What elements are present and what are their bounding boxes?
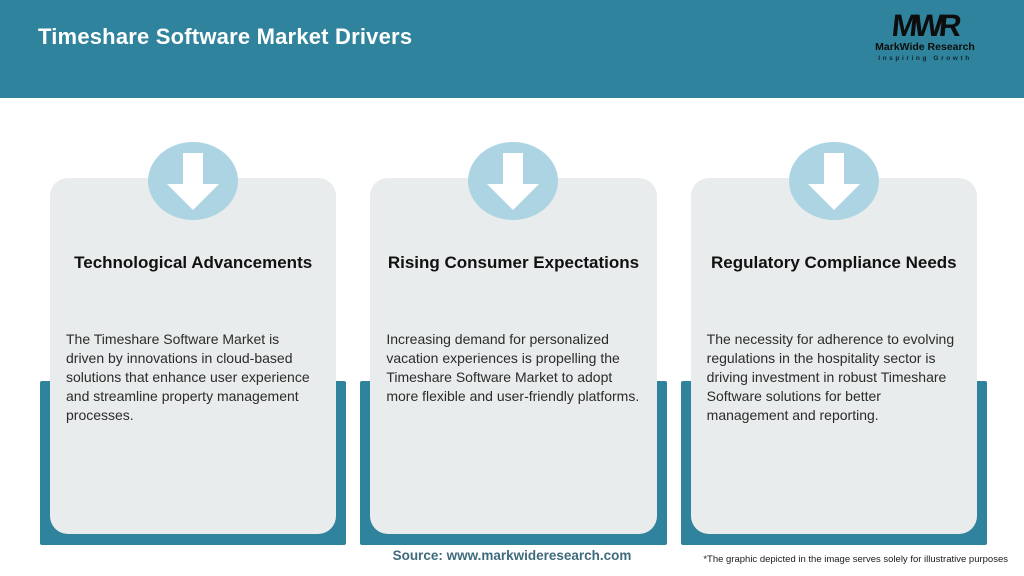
- header-bar: Timeshare Software Market Drivers MWR Ma…: [0, 0, 1024, 98]
- card-body: Increasing demand for personalized vacat…: [386, 331, 640, 404]
- down-arrow-icon: [807, 153, 860, 210]
- arrow-badge: [468, 142, 559, 220]
- down-arrow-icon: [167, 153, 220, 210]
- driver-card: Rising Consumer Expectations Increasing …: [360, 142, 667, 545]
- logo-tagline: Inspiring Growth: [878, 55, 972, 62]
- markwide-research-logo: MWR MarkWide Research Inspiring Growth: [860, 8, 990, 62]
- driver-card: Regulatory Compliance Needs The necessit…: [680, 142, 987, 545]
- cards-row: Technological Advancements The Timeshare…: [40, 142, 987, 545]
- disclaimer-text: *The graphic depicted in the image serve…: [703, 554, 1008, 565]
- card-title: Rising Consumer Expectations: [387, 253, 640, 272]
- card-panel: Regulatory Compliance Needs The necessit…: [690, 178, 977, 534]
- card-body: The Timeshare Software Market is driven …: [66, 331, 310, 423]
- driver-card: Technological Advancements The Timeshare…: [40, 142, 347, 545]
- card-panel: Technological Advancements The Timeshare…: [50, 178, 337, 534]
- card-title: Technological Advancements: [74, 253, 313, 272]
- arrow-badge: [788, 142, 879, 220]
- down-arrow-icon: [487, 153, 540, 210]
- logo-name: MarkWide Research: [875, 41, 975, 53]
- card-title: Regulatory Compliance Needs: [711, 253, 957, 272]
- card-body: The necessity for adherence to evolving …: [706, 331, 955, 423]
- source-text: Source: www.markwideresearch.com: [392, 548, 632, 563]
- page-title: Timeshare Software Market Drivers: [38, 24, 413, 49]
- arrow-badge: [148, 142, 239, 220]
- logo-acronym: MWR: [890, 8, 960, 43]
- card-panel: Rising Consumer Expectations Increasing …: [370, 178, 657, 534]
